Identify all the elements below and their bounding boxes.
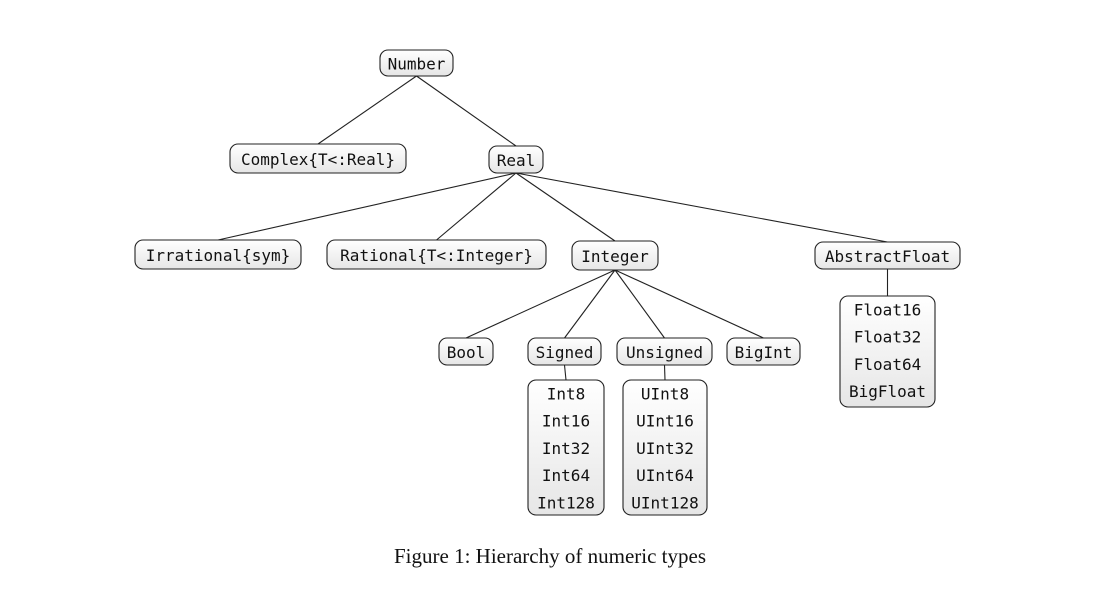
edge-real-to-integer	[515, 172, 616, 242]
type-item: Int16	[542, 412, 590, 431]
type-item: Float16	[854, 301, 921, 320]
node-irrational: Irrational{sym}	[134, 239, 302, 270]
node-box	[379, 49, 454, 77]
node-unsigned: Unsigned	[616, 337, 713, 366]
node-label: Complex{T<:Real}	[241, 150, 395, 169]
node-label: Rational{T<:Integer}	[340, 246, 533, 265]
type-item: Int32	[542, 439, 590, 458]
node-bool: Bool	[438, 337, 494, 366]
node-signed: Signed	[527, 337, 602, 366]
node-box	[488, 145, 544, 174]
type-item: Int128	[537, 493, 595, 512]
node-box	[622, 379, 708, 516]
node-label: AbstractFloat	[825, 247, 950, 266]
node-box	[438, 337, 494, 366]
node-label: BigInt	[735, 343, 793, 362]
edge-real-to-irrational	[217, 172, 517, 241]
node-label: Unsigned	[626, 343, 703, 362]
edge-integer-to-signed	[564, 269, 616, 339]
type-item: Int64	[542, 466, 590, 485]
edge-number-to-real	[416, 75, 517, 147]
node-number: Number	[379, 49, 454, 77]
node-bigint: BigInt	[726, 337, 801, 366]
node-box	[814, 241, 961, 270]
type-item: Int8	[547, 385, 586, 404]
type-item: Float32	[854, 328, 921, 347]
node-real: Real	[488, 145, 544, 174]
type-item: UInt64	[636, 466, 694, 485]
node-abstractfloat: AbstractFloat	[814, 241, 961, 270]
edge-integer-to-bool	[465, 269, 616, 339]
edge-unsigned-to-unsigned-types	[663, 364, 666, 381]
node-label: Signed	[536, 343, 594, 362]
node-label: Number	[388, 55, 446, 74]
figure-caption: Figure 1: Hierarchy of numeric types	[394, 544, 706, 568]
node-box	[527, 337, 602, 366]
type-item: UInt32	[636, 439, 694, 458]
node-box	[616, 337, 713, 366]
node-box	[571, 240, 659, 271]
node-label: Real	[497, 151, 536, 170]
edge-signed-to-signed-types	[563, 364, 567, 381]
node-rational: Rational{T<:Integer}	[326, 239, 547, 270]
node-label: Bool	[447, 343, 486, 362]
node-label: Irrational{sym}	[146, 246, 291, 265]
node-complex: Complex{T<:Real}	[229, 143, 407, 174]
type-item: UInt8	[641, 385, 689, 404]
edge-integer-to-unsigned	[614, 269, 665, 339]
node-label: Integer	[581, 247, 649, 266]
type-item: Float64	[854, 355, 921, 374]
edge-real-to-abstractfloat	[515, 172, 888, 243]
node-box	[134, 239, 302, 270]
node-box	[726, 337, 801, 366]
edge-real-to-rational	[436, 172, 517, 241]
node-box	[326, 239, 547, 270]
edge-number-to-complex	[317, 75, 417, 145]
node-box	[527, 379, 605, 516]
type-item: BigFloat	[849, 382, 926, 401]
node-box	[229, 143, 407, 174]
node-integer: Integer	[571, 240, 659, 271]
node-box	[839, 295, 936, 408]
edge-integer-to-bigint	[614, 269, 764, 339]
type-item: UInt128	[631, 493, 698, 512]
edges-layer	[217, 75, 889, 381]
type-item: UInt16	[636, 412, 694, 431]
